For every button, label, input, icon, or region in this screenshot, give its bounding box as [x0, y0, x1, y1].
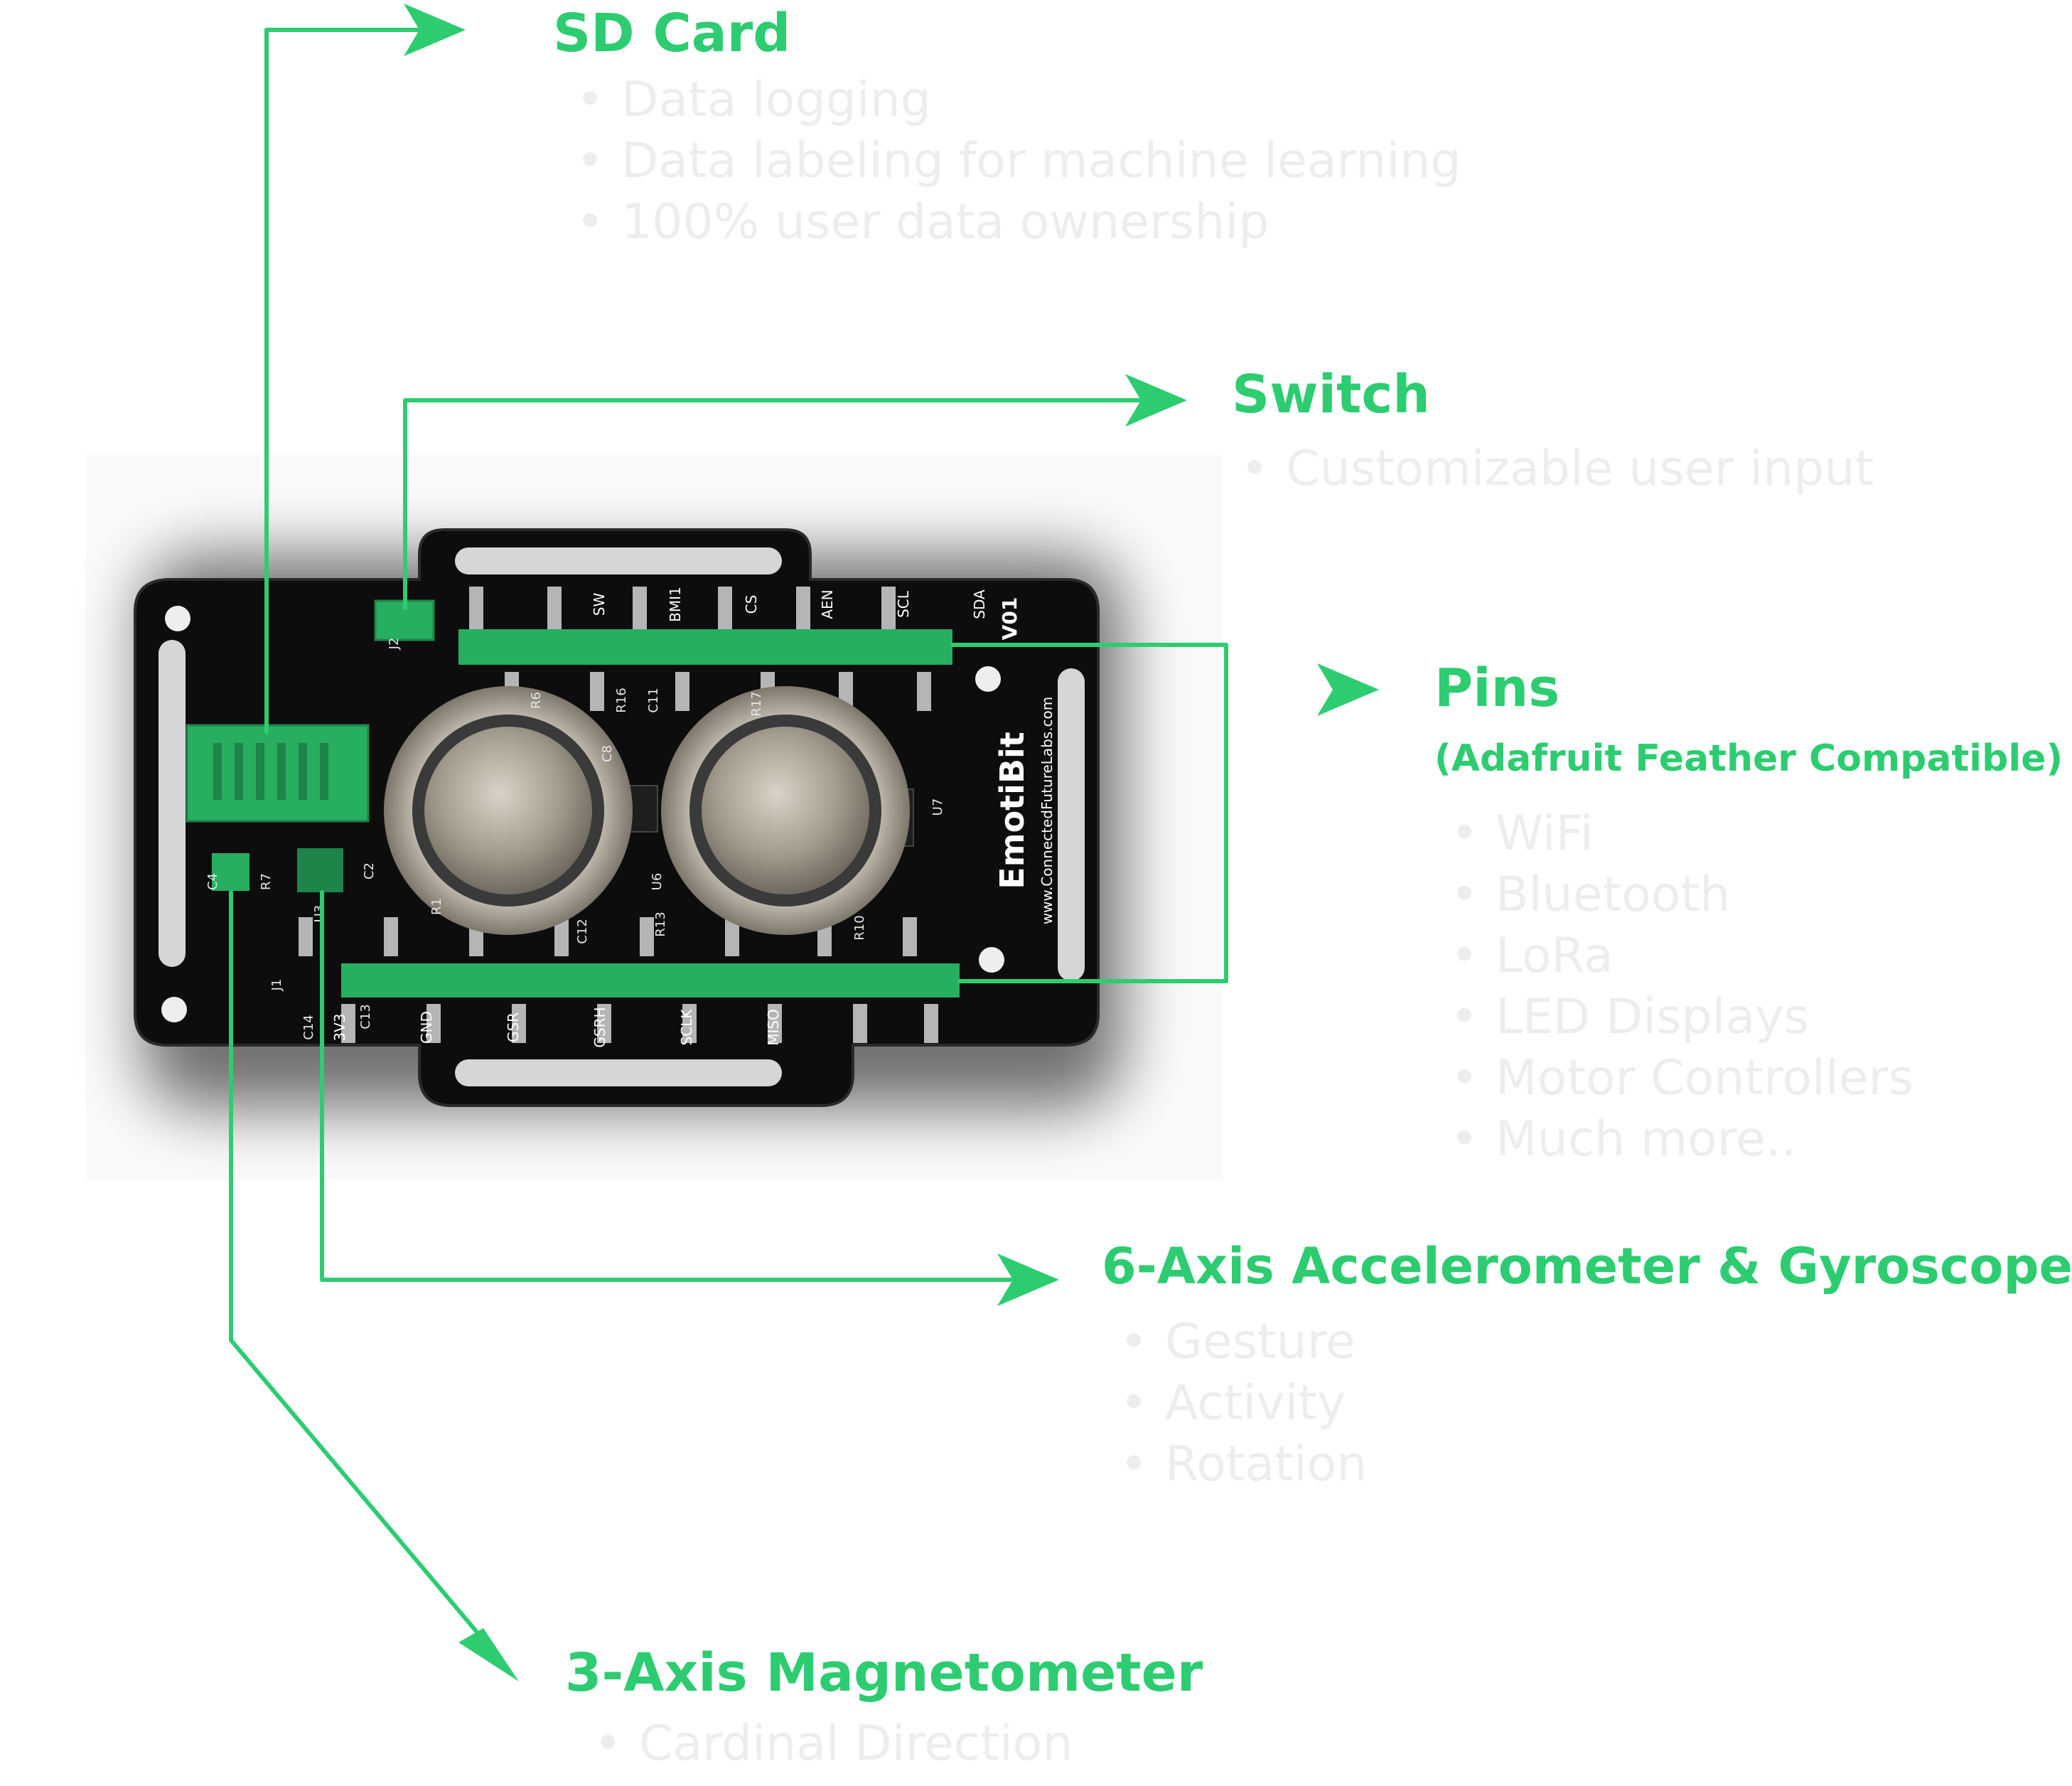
leader-line-sd-card: [264, 28, 429, 734]
component-designator: C11: [646, 688, 661, 712]
callout-title-switch: Switch: [1232, 364, 1430, 425]
board-name-silkscreen: EmotiBit: [993, 732, 1031, 889]
strap-slot-bottom: [455, 1059, 782, 1086]
silkscreen-label: MISO: [765, 1009, 782, 1046]
electrode-right: [661, 686, 910, 935]
silkscreen-label: SDA: [971, 589, 988, 619]
electrode-left: [384, 686, 633, 935]
component-designator: R10: [852, 915, 867, 940]
top-pin-header: [458, 629, 952, 665]
bullet-item: Motor Controllers: [1450, 1048, 1913, 1109]
strap-slot-top: [455, 547, 782, 574]
component-designator: J1: [269, 979, 284, 992]
component-designator: U7: [930, 798, 945, 816]
mounting-hole-bottom-left: [161, 997, 187, 1022]
magnetometer-chip: [212, 853, 249, 891]
emotibit-board: EmotiBit www.ConnectedFutureLabs.com V01…: [134, 528, 1100, 1107]
component-designator: R6: [529, 692, 544, 709]
strap-slot-left: [159, 640, 186, 967]
component-designator: U3: [312, 905, 327, 923]
arrowhead-switch: [1125, 374, 1187, 427]
component-designator: C8: [600, 745, 615, 762]
bottom-header-labels: 3V3 GND GSR GSRH SCLK MISO: [331, 1007, 782, 1047]
leader-lines: [229, 28, 1228, 1659]
component-designator: C14: [301, 1015, 316, 1039]
silkscreen-label: GSR: [505, 1012, 522, 1042]
top-header-labels: SW BMI1 CS AEN SCL SDA: [591, 587, 988, 622]
callout-subtitle-pins: (Adafruit Feather Compatible): [1434, 737, 2063, 780]
silkscreen-label: SCLK: [678, 1009, 695, 1046]
board-url-silkscreen: www.ConnectedFutureLabs.com: [1038, 697, 1056, 925]
bullet-item: Rotation: [1120, 1434, 1367, 1495]
bottom-pin-header: [341, 963, 960, 998]
bullet-item: WiFi: [1450, 803, 1913, 865]
callout-title-imu: 6-Axis Accelerometer & Gyroscope: [1102, 1237, 2072, 1295]
bullet-item: Cardinal Direction: [594, 1713, 1073, 1775]
callout-bullets-switch: Customizable user input: [1240, 439, 1874, 500]
component-designator: C13: [358, 1004, 373, 1029]
bullet-item: 100% user data ownership: [576, 192, 1461, 253]
leader-arrowheads: [404, 4, 1379, 1681]
callout-bullets-pins: WiFi Bluetooth LoRa LED Displays Motor C…: [1450, 803, 1913, 1170]
component-designator: R13: [653, 911, 668, 936]
leader-line-imu: [320, 890, 1026, 1282]
arrowhead-pins: [1317, 663, 1379, 716]
callout-title-pins: Pins: [1434, 658, 1560, 719]
strap-slot-right: [1058, 668, 1085, 981]
callout-bullets-imu: Gesture Activity Rotation: [1120, 1312, 1367, 1495]
imu-chip: [297, 848, 343, 892]
bullet-item: LoRa: [1450, 926, 1913, 987]
silkscreen-label: BMI1: [667, 587, 684, 622]
bullet-item: Gesture: [1120, 1312, 1367, 1373]
callout-title-magnetometer: 3-Axis Magnetometer: [565, 1642, 1203, 1704]
silkscreen-label: 3V3: [331, 1013, 348, 1041]
bullet-item: Data labeling for machine learning: [576, 131, 1461, 192]
bullet-item: Activity: [1120, 1373, 1367, 1434]
component-designator: C4: [205, 873, 220, 890]
bullet-item: Much more..: [1450, 1109, 1913, 1170]
mounting-hole-top-left: [165, 606, 190, 631]
component-designator: R16: [614, 688, 629, 712]
mounting-hole-top-right: [975, 666, 1001, 692]
component-designator: U6: [650, 873, 665, 891]
silkscreen-label: SCL: [895, 590, 912, 618]
component-designator: R17: [749, 691, 764, 716]
component-designator: R1: [429, 898, 444, 915]
leader-line-switch: [403, 398, 1154, 610]
arrowhead-magnetometer: [458, 1628, 519, 1681]
leader-line-magnetometer: [229, 890, 500, 1659]
sd-card-contacts: [213, 743, 328, 800]
component-designator: C2: [362, 862, 377, 879]
bullet-item: Data logging: [576, 70, 1461, 131]
component-designator: C12: [575, 919, 590, 943]
callout-title-sd-card: SD Card: [553, 3, 791, 64]
silkscreen-label: SW: [591, 593, 608, 616]
component-designator: J2: [387, 638, 402, 651]
silkscreen-label: AEN: [819, 589, 836, 619]
silkscreen-label: CS: [743, 595, 760, 614]
bullet-item: Customizable user input: [1240, 439, 1874, 500]
arrowhead-sd-card: [404, 4, 466, 56]
component-designator: R7: [259, 873, 274, 890]
mounting-hole-bottom-right: [979, 947, 1004, 973]
bullet-item: Bluetooth: [1450, 865, 1913, 926]
silkscreen-label: GND: [418, 1011, 435, 1044]
callout-bullets-sd-card: Data logging Data labeling for machine l…: [576, 70, 1461, 253]
leader-line-pins: [950, 643, 1228, 983]
callout-bullets-magnetometer: Cardinal Direction: [594, 1713, 1073, 1775]
arrowhead-imu: [997, 1253, 1059, 1306]
bullet-item: LED Displays: [1450, 987, 1913, 1048]
board-version-silkscreen: V01: [998, 597, 1021, 641]
silkscreen-label: GSRH: [591, 1007, 608, 1047]
